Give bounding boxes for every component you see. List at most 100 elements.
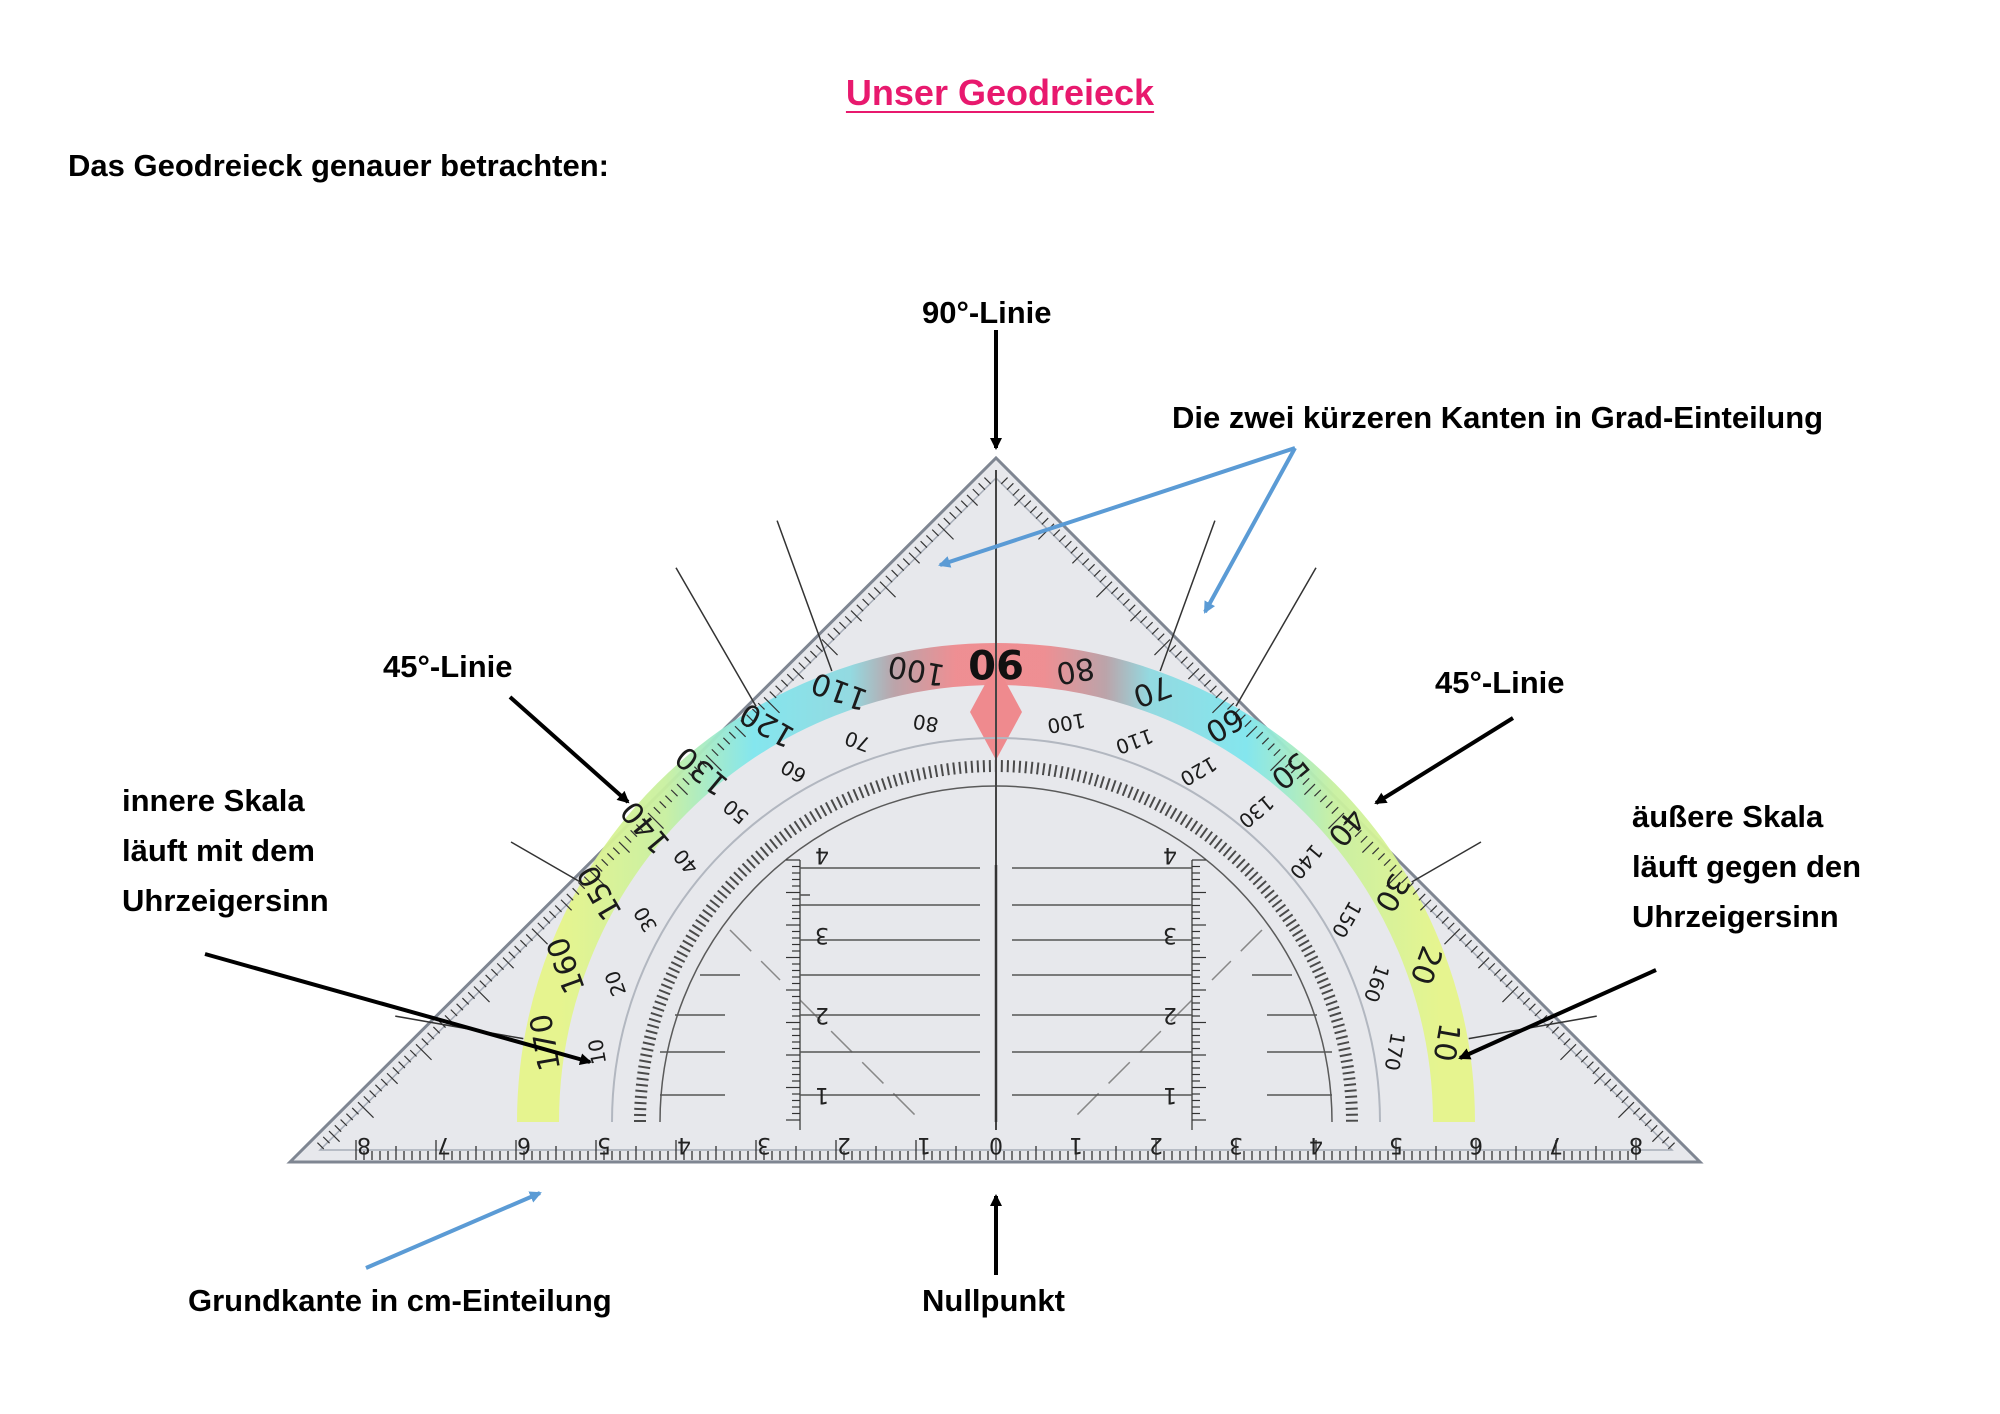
edge-tick (1302, 777, 1310, 786)
base-number-l2: 2 (837, 1132, 851, 1157)
edge-tick (1502, 986, 1519, 1003)
page-subtitle: Das Geodreieck genauer betrachten: (68, 148, 609, 183)
edge-tick (1621, 1095, 1629, 1104)
label-outer-scale-line-2: läuft gegen den (1632, 849, 1862, 884)
edge-tick (983, 477, 992, 485)
grid-number-right-4: 4 (1163, 842, 1177, 867)
edge-tick (1328, 812, 1345, 829)
label-inner-scale-line-2: läuft mit dem (122, 833, 315, 868)
edge-tick (334, 1124, 342, 1133)
edge-tick (1122, 598, 1130, 606)
edge-tick (1215, 691, 1223, 699)
edge-tick (1198, 673, 1206, 681)
grid-number-right-1: 1 (1163, 1082, 1177, 1107)
edge-tick (1096, 581, 1113, 598)
grid-number-left-4: 4 (815, 842, 829, 867)
edge-tick (1419, 899, 1432, 911)
edge-tick (920, 540, 928, 548)
edge-tick (751, 708, 760, 716)
edge-tick (1087, 563, 1096, 572)
edge-tick (879, 581, 896, 598)
edge-tick (896, 563, 905, 572)
left-45-guide (799, 999, 921, 1121)
edge-tick (369, 1090, 377, 1098)
edge-tick (1245, 725, 1258, 738)
edge-tick (340, 1119, 348, 1127)
radial-degree-lines (395, 520, 1597, 1040)
base-number-r1: 1 (1069, 1132, 1083, 1157)
edge-tick (1476, 951, 1484, 959)
edge-tick (624, 835, 632, 843)
edge-tick (1372, 847, 1380, 855)
edge-tick (705, 754, 722, 772)
edge-tick (792, 667, 805, 680)
edge-tick (1000, 477, 1009, 485)
edge-tick (1006, 482, 1014, 491)
edge-tick (1331, 806, 1339, 815)
left-45-guide-outer (729, 929, 781, 981)
edge-tick (734, 725, 747, 738)
arrow-short-edge-right (1203, 447, 1297, 614)
label-ninety-line: 90°-Linie (922, 295, 1052, 330)
edge-tick (502, 957, 515, 969)
edge-tick (1232, 708, 1241, 716)
edge-tick (664, 795, 673, 803)
edge-tick (1354, 829, 1362, 838)
edge-tick (1377, 853, 1386, 861)
edge-tick (1464, 939, 1473, 948)
edge-tick (583, 876, 591, 884)
label-inner-scale-line-3: Uhrzeigersinn (122, 883, 329, 918)
edge-tick (1314, 789, 1322, 797)
edge-tick (1154, 639, 1171, 656)
edge-tick (473, 986, 490, 1003)
edge-tick (427, 1032, 435, 1040)
edge-tick (490, 968, 499, 976)
label-outer-scale: äußere Skala läuft gegen den Uhrzeigersi… (1632, 792, 1861, 942)
edge-tick (1157, 633, 1165, 641)
edge-tick (1528, 1003, 1536, 1011)
edge-tick (548, 910, 557, 919)
edge-tick (914, 546, 922, 554)
edge-tick (1563, 1038, 1571, 1046)
edge-tick (392, 1067, 400, 1075)
edge-tick (1401, 876, 1409, 884)
edge-tick (403, 1055, 412, 1063)
edge-tick (775, 685, 783, 693)
edge-tick (1209, 685, 1217, 693)
edge-tick (363, 1095, 371, 1104)
edge-tick (670, 789, 678, 797)
edge-tick (1227, 702, 1235, 710)
outer-degree-90: 90 (968, 640, 1024, 686)
edge-tick (966, 494, 979, 506)
base-number-r7: 7 (1549, 1132, 1563, 1157)
edge-tick (1522, 997, 1531, 1005)
edge-tick (1505, 980, 1513, 988)
edge-tick (1430, 905, 1438, 913)
arrow-base-edge (365, 1191, 542, 1270)
edge-tick (1116, 592, 1125, 601)
edge-tick (630, 829, 638, 838)
edge-tick (554, 905, 562, 913)
arrow-left-45 (508, 695, 630, 804)
edge-tick (1383, 858, 1391, 867)
edge-tick (1560, 1043, 1577, 1061)
edge-tick (653, 806, 661, 815)
edge-tick (1070, 546, 1078, 554)
edge-tick (1418, 893, 1426, 901)
edge-tick (1029, 506, 1038, 514)
edge-tick (1609, 1084, 1618, 1092)
base-number-l5: 5 (597, 1132, 611, 1157)
edge-tick (972, 488, 980, 496)
inner-degree-80: 80 (911, 709, 940, 737)
edge-tick (978, 482, 986, 491)
edge-tick (873, 587, 881, 595)
edge-tick (1644, 1119, 1652, 1127)
edge-tick (931, 529, 939, 537)
edge-tick (374, 1084, 383, 1092)
edge-tick (635, 824, 644, 832)
edge-tick (838, 621, 847, 629)
edge-tick (1444, 928, 1461, 945)
edge-tick (595, 864, 603, 872)
edge-tick (937, 523, 954, 540)
edge-tick (1348, 824, 1357, 832)
